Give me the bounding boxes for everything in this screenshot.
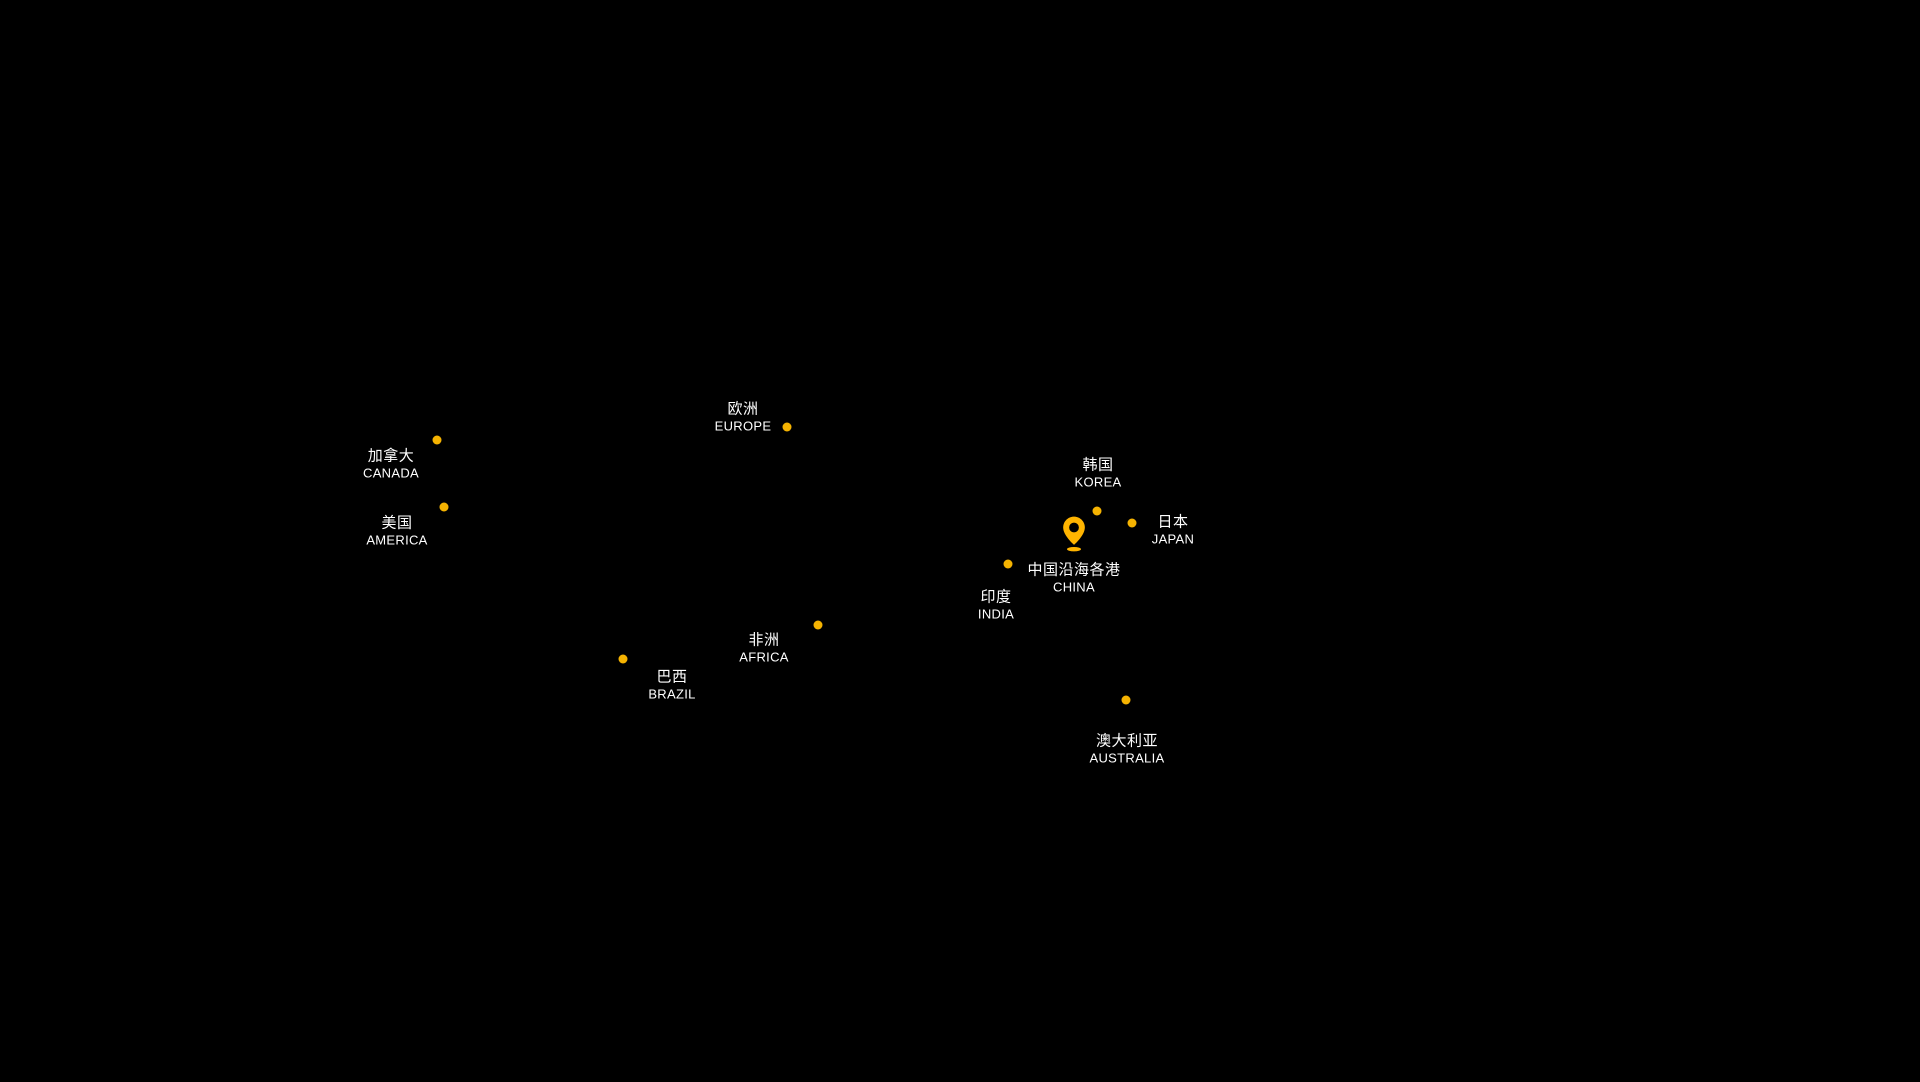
location-name-en: JAPAN (1151, 531, 1195, 547)
location-name-en: EUROPE (714, 418, 772, 434)
location-name-zh: 美国 (381, 514, 413, 532)
location-name-zh: 澳大利亚 (1095, 732, 1159, 750)
location-name-en: CANADA (363, 465, 419, 481)
map-pin-icon (1061, 516, 1087, 553)
location-name-zh: 印度 (980, 588, 1012, 606)
location-name-zh: 欧洲 (727, 400, 759, 418)
location-name-en: CHINA (1053, 579, 1095, 595)
location-name-en: AFRICA (739, 649, 789, 665)
map-dot-marker-korea (1092, 506, 1102, 516)
location-name-zh: 中国沿海各港 (1027, 561, 1121, 579)
location-name-zh: 韩国 (1082, 456, 1114, 474)
map-dot-marker-africa (813, 620, 823, 630)
location-name-zh: 巴西 (656, 668, 688, 686)
location-name-en: INDIA (977, 606, 1015, 622)
location-name-zh: 日本 (1157, 513, 1189, 531)
location-name-zh: 非洲 (748, 631, 780, 649)
map-dot-marker-india (1003, 559, 1013, 569)
map-dot-marker-america (439, 502, 449, 512)
map-dot-marker-europe (782, 422, 792, 432)
map-dot-marker-brazil (618, 654, 628, 664)
map-dot-marker-japan (1127, 518, 1137, 528)
location-name-en: AUSTRALIA (1089, 750, 1165, 766)
location-name-en: BRAZIL (648, 686, 696, 702)
map-dot-marker-canada (432, 435, 442, 445)
location-name-zh: 加拿大 (367, 447, 415, 465)
map-dot-marker-australia (1121, 695, 1131, 705)
location-name-en: KOREA (1074, 474, 1122, 490)
location-name-en: AMERICA (366, 532, 428, 548)
